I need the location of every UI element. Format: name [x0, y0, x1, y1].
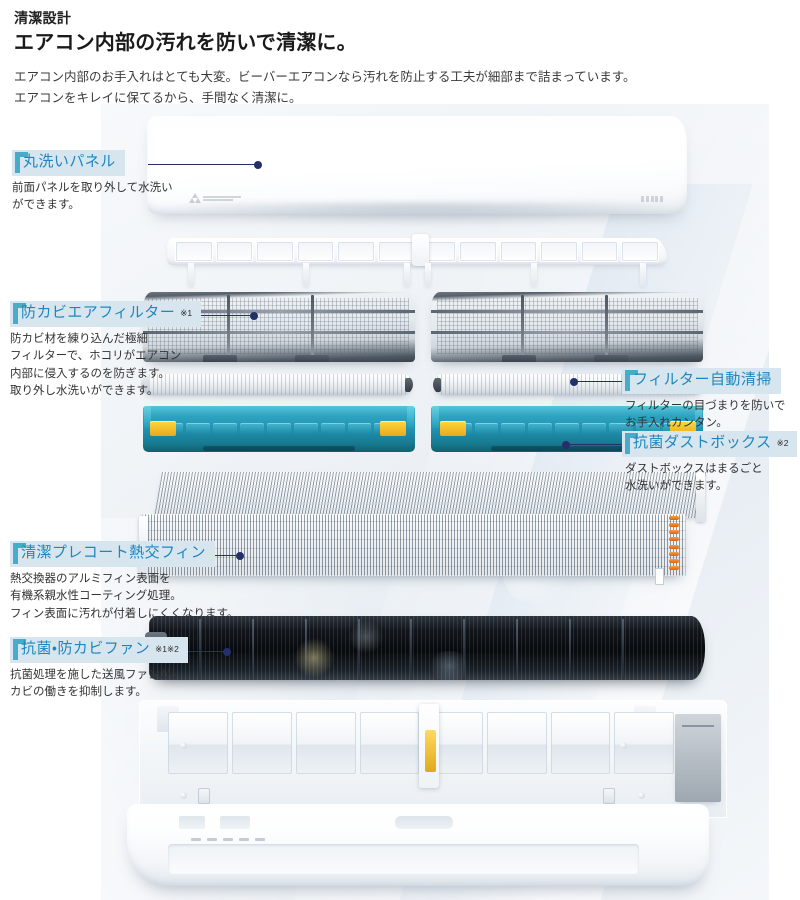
- desc-line: カビの働きを抑制します。: [10, 686, 147, 699]
- chassis-amber-marker: [424, 730, 436, 772]
- three-diamonds-icon: [188, 193, 201, 203]
- front-panel-top-edge: [152, 116, 682, 132]
- air-filter-part: [143, 292, 703, 362]
- fin-front-surface: [142, 514, 686, 585]
- page-title: エアコン内部の汚れを防いで清潔に。: [14, 32, 357, 54]
- callout-description: フィルターの目づまりを防いで お手入れカンタン。: [625, 398, 785, 433]
- desc-line: 有機系親水性コーティング処理。: [10, 590, 182, 603]
- beaver-wordmark: [641, 196, 663, 203]
- callout-footnote-ref: ※1※2: [155, 644, 179, 655]
- desc-line: ができます。: [12, 199, 80, 212]
- desc-line: 水洗いができます。: [625, 480, 728, 493]
- callout-title: 清潔プレコート熱交フィン: [21, 544, 207, 561]
- intro-line-2: エアコンをキレイに保てるから、手間なく清潔に。: [14, 90, 302, 105]
- indoor-unit-chassis-part: [127, 700, 727, 886]
- callout-chip-washable-panel: 丸洗いパネル: [12, 150, 125, 176]
- desc-line: 抗菌処理を施した送風ファンが、: [10, 668, 183, 681]
- desc-line: 内部に侵入するのを防ぎます。: [10, 367, 170, 380]
- desc-line: 取り外し水洗いができます。: [10, 385, 159, 398]
- chassis-indicator-row: [191, 838, 266, 841]
- desc-line: フィン表面に汚れが付着しにくくなります。: [10, 607, 239, 620]
- chassis-air-outlet: [394, 816, 453, 829]
- callout-title: フィルター自動清掃: [633, 371, 772, 388]
- brand-wordmark: [203, 195, 242, 201]
- intro-paragraph: エアコン内部のお手入れはとても大変。ビーバーエアコンなら汚れを防止する工夫が細部…: [14, 67, 794, 108]
- leader-line-mold-proof-filter: [200, 311, 258, 320]
- leader-line-antibacterial-fan: [185, 647, 231, 656]
- callout-chip-filter-auto-clean: フィルター自動清掃: [622, 368, 781, 394]
- intro-line-1: エアコン内部のお手入れはとても大変。ビーバーエアコンなら汚れを防止する工夫が細部…: [14, 70, 636, 84]
- chassis-louvre: [167, 844, 640, 874]
- fin-spec-label: [655, 568, 665, 585]
- desc-line: フィルターの目づまりを防いで: [625, 399, 786, 412]
- eyebrow-text: 清潔設計: [14, 10, 72, 26]
- callout-chip-precoat-fin: 清潔プレコート熱交フィン: [10, 541, 216, 567]
- heat-exchanger-fin-part: [139, 472, 707, 585]
- fin-end-plate: [696, 472, 705, 522]
- electrical-box: [675, 714, 722, 802]
- callout-title: 抗菌・防カビファン: [21, 640, 151, 657]
- callout-filter-auto-clean: フィルター自動清掃 フィルターの目づまりを防いで お手入れカンタン。: [622, 368, 785, 433]
- callout-mold-proof-filter: 防カビエアフィルター ※1 防カビ材を練り込んだ極細 フィルターで、ホコリがエア…: [10, 301, 202, 401]
- leader-line-filter-auto-clean: [570, 377, 622, 386]
- cross-flow-fan-part: [145, 616, 705, 680]
- callout-description: ダストボックスはまるごと 水洗いができます。: [625, 461, 797, 496]
- product-exploded-view-image: [101, 104, 769, 900]
- callout-antibacterial-fan: 抗菌・防カビファン ※1※2 抗菌処理を施した送風ファンが、 カビの働きを抑制し…: [10, 637, 188, 702]
- leader-line-dust-box: [562, 440, 622, 449]
- cleaning-brush-left: [141, 374, 413, 395]
- callout-description: 前面パネルを取り外して水洗い ができます。: [12, 180, 173, 215]
- front-panel-body: [147, 116, 687, 214]
- fan-barrel: [149, 616, 705, 680]
- desc-line: 前面パネルを取り外して水洗い: [12, 181, 173, 194]
- callout-title: 抗菌ダストボックス: [633, 434, 772, 451]
- callout-precoat-fin: 清潔プレコート熱交フィン 熱交換器のアルミフィン表面を 有機系親水性コーティング…: [10, 541, 238, 623]
- callout-footnote-ref: ※2: [776, 438, 789, 449]
- desc-line: フィルターで、ホコリがエアコン: [10, 350, 182, 363]
- chassis-front-shell: [127, 804, 709, 886]
- callout-description: 熱交換器のアルミフィン表面を 有機系親水性コーティング処理。 フィン表面に汚れが…: [10, 571, 238, 623]
- desc-line: 熱交換器のアルミフィン表面を: [10, 572, 171, 585]
- dust-box-left: [143, 406, 415, 452]
- callout-washable-panel: 丸洗いパネル 前面パネルを取り外して水洗い ができます。: [12, 150, 173, 215]
- callout-description: 防カビ材を練り込んだ極細 フィルターで、ホコリがエアコン 内部に侵入するのを防ぎ…: [10, 331, 201, 401]
- grille-frame-part: [157, 232, 677, 290]
- mitsubishi-logo: [188, 193, 242, 203]
- front-panel-part: [147, 116, 687, 225]
- desc-line: ダストボックスはまるごと: [625, 462, 763, 475]
- copper-tube-ends: [669, 516, 680, 570]
- air-filter-right: [431, 292, 703, 362]
- desc-line: 防カビ材を練り込んだ極細: [10, 332, 148, 345]
- page-header: 清潔設計 エアコン内部の汚れを防いで清潔に。 エアコン内部のお手入れはとても大変…: [14, 8, 794, 108]
- part-shadow: [168, 203, 677, 225]
- chassis-vent-grid: [168, 712, 675, 774]
- leader-line-washable-panel: [148, 160, 262, 169]
- callout-chip-antibacterial-fan: 抗菌・防カビファン ※1※2: [10, 637, 188, 663]
- grille-center-clip: [411, 234, 429, 266]
- cleaning-brush-part: [141, 372, 705, 398]
- callout-chip-mold-proof-filter: 防カビエアフィルター ※1: [10, 301, 202, 327]
- callout-chip-antibacterial-dustbox: 抗菌ダストボックス ※2: [622, 431, 798, 457]
- callout-antibacterial-dustbox: 抗菌ダストボックス ※2 ダストボックスはまるごと 水洗いができます。: [622, 431, 798, 496]
- dust-box-part: [143, 406, 703, 452]
- callout-title: 丸洗いパネル: [23, 153, 116, 170]
- callout-title: 防カビエアフィルター: [21, 304, 176, 321]
- callout-description: 抗菌処理を施した送風ファンが、 カビの働きを抑制します。: [10, 667, 188, 702]
- callout-footnote-ref: ※1: [180, 308, 193, 319]
